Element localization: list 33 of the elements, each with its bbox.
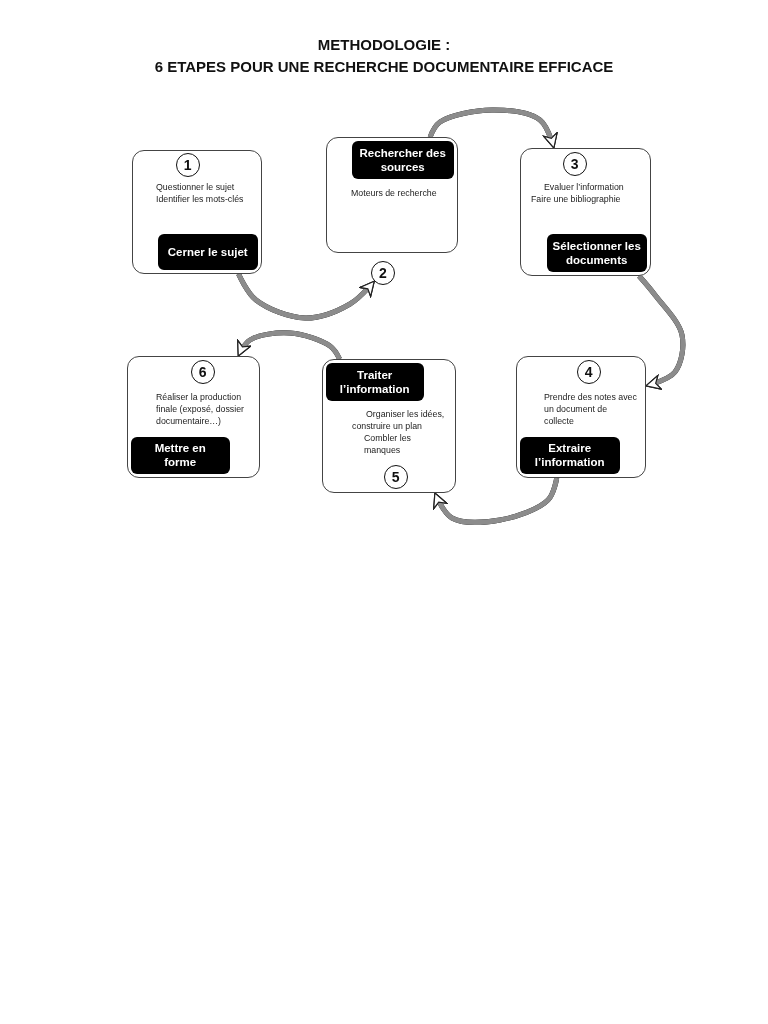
curved-arrow [236,330,342,361]
curved-arrow [432,477,560,525]
step-description: Evaluer l’information [544,181,625,193]
step-number-circle: 6 [190,359,215,384]
step-card [520,148,651,276]
step-title-tab: Mettre en forme [130,436,230,474]
step-description: Prendre des notes avec un document de collecte [544,391,638,427]
curved-arrow [427,107,558,149]
step-description: Combler les manques [364,432,412,456]
step-number-circle: 2 [371,261,395,285]
step-card [326,137,458,253]
step-title-tab: Sélectionner les documents [546,233,647,272]
step-title-tab: Rechercher des sources [351,140,454,179]
step-card [132,150,262,274]
step-number-circle: 4 [576,359,601,384]
step-number-circle: 3 [562,151,587,176]
curved-arrow [637,274,686,390]
step-card [516,356,646,478]
step-description: Identifier les mots-clés [155,193,245,205]
step-title-tab: Traiter l’information [325,362,424,401]
step-description: Réaliser la production finale (exposé, dossier documentaire…) [156,391,246,427]
step-description: Organiser les idées, construire un plan [352,408,446,432]
curved-arrow [236,272,377,321]
step-card [322,359,456,493]
step-title-tab: Cerner le sujet [157,233,258,270]
step-description: Faire une bibliographie [531,193,622,205]
step-title-tab: Extraire l’information [519,436,620,474]
step-description: Questionner le sujet [156,181,236,193]
step-card [127,356,260,478]
page-title: METHODOLOGIE : 6 ETAPES POUR UNE RECHERCHE DOCUMENTAIRE EFFICACE [153,35,615,77]
step-number-circle: 5 [383,464,408,489]
step-number-circle: 1 [175,152,200,177]
step-description: Moteurs de recherche [351,187,438,199]
